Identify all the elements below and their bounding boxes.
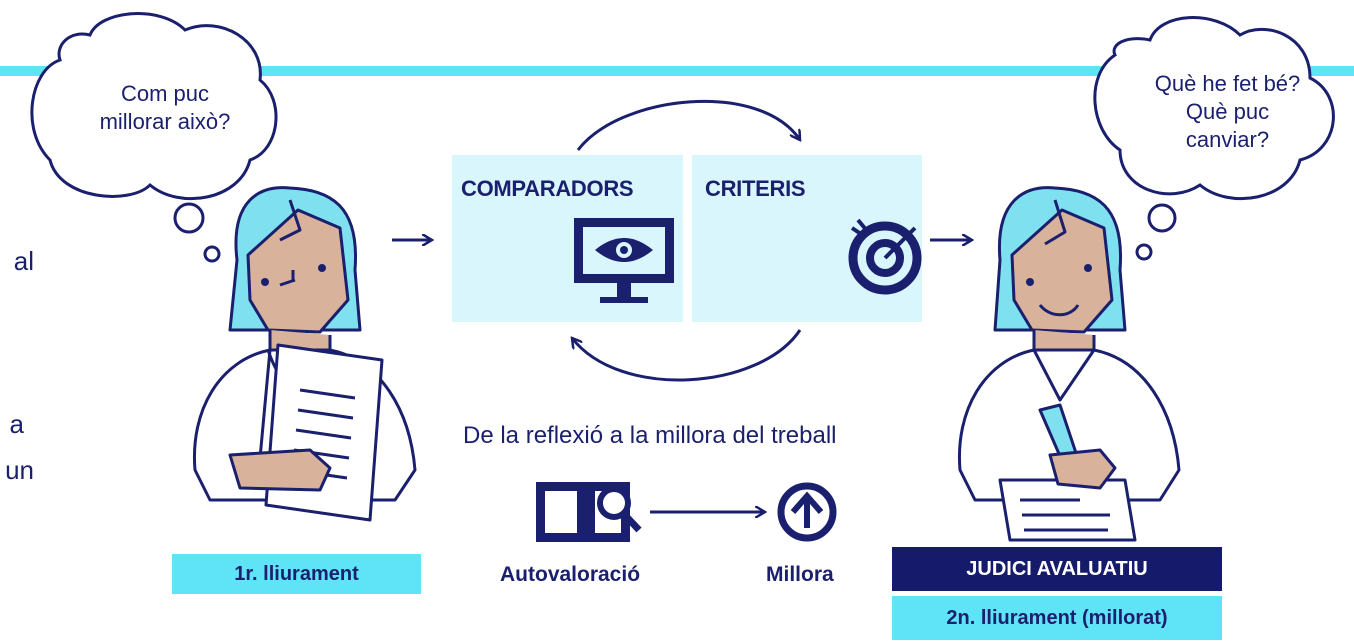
bubble-left-line-1: Com puc	[120, 81, 210, 106]
person-right	[957, 186, 1181, 542]
document-icon	[264, 343, 384, 522]
comparadors-label: COMPARADORS	[461, 176, 634, 201]
bubble-left-text: Com puc millorar això?	[70, 80, 260, 136]
arrow-up-circle-icon	[777, 482, 837, 542]
bubble-right-text: Què he fet bé? Què puc canviar?	[1120, 70, 1335, 154]
side-text-line-3: un	[5, 455, 34, 485]
top-divider	[0, 66, 1354, 76]
thought-bubble-right	[1093, 16, 1335, 261]
improvement-label: Millora	[766, 563, 834, 586]
target-icon	[848, 218, 922, 295]
caption: De la reflexió a la millora del treball	[463, 422, 837, 449]
cycle-arrow-top	[576, 99, 800, 151]
thought-bubble-left	[30, 12, 278, 263]
side-text-line-2: a	[9, 409, 24, 439]
side-text-line-1: al	[13, 246, 34, 276]
second-delivery-tag: 2n. lliurament (millorat)	[892, 596, 1222, 640]
bubble-right-line-2: Què puc	[1185, 99, 1270, 124]
book-search-icon	[536, 482, 642, 542]
first-delivery-tag: 1r. lliurament	[172, 554, 421, 594]
judgement-tag: JUDICI AVALUATIU	[892, 547, 1222, 591]
bubble-right-line-3: canviar?	[1185, 127, 1270, 152]
self-assessment-label: Autovaloració	[500, 563, 641, 586]
bubble-right-line-1: Què he fet bé?	[1154, 71, 1301, 96]
bubble-left-line-2: millorar això?	[99, 109, 231, 134]
monitor-eye-icon	[574, 218, 674, 303]
cycle-arrow-bottom	[572, 329, 802, 382]
person-left	[192, 186, 417, 522]
criteris-label: CRITERIS	[705, 176, 806, 201]
